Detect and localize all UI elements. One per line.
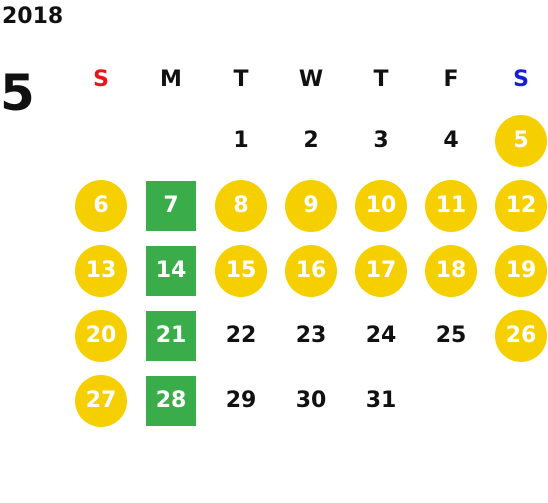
holiday-day-number: 11 [425, 179, 477, 232]
day-cell[interactable]: 30 [276, 368, 346, 433]
day-cell[interactable]: 7 [136, 173, 206, 238]
day-number: 4 [443, 128, 459, 153]
day-cell[interactable]: 11 [416, 173, 486, 238]
highlighted-day-number: 7 [146, 180, 196, 231]
day-cell[interactable]: 12 [486, 173, 548, 238]
day-cell[interactable]: 24 [346, 303, 416, 368]
holiday-day-number: 27 [75, 374, 127, 427]
day-cell[interactable]: 27 [66, 368, 136, 433]
day-cell[interactable]: 13 [66, 238, 136, 303]
day-number: 25 [435, 323, 467, 348]
day-cell[interactable]: 26 [486, 303, 548, 368]
holiday-day-number: 10 [355, 179, 407, 232]
day-cell[interactable]: 18 [416, 238, 486, 303]
holiday-day-number: 5 [495, 114, 547, 167]
day-cell[interactable]: 15 [206, 238, 276, 303]
holiday-day-number: 12 [495, 179, 547, 232]
day-cell[interactable]: 10 [346, 173, 416, 238]
day-number: 31 [365, 388, 397, 413]
day-cell[interactable]: 22 [206, 303, 276, 368]
day-cell[interactable]: 16 [276, 238, 346, 303]
day-number: 24 [365, 323, 397, 348]
day-cell[interactable]: 29 [206, 368, 276, 433]
day-number: 23 [295, 323, 327, 348]
highlighted-day-number: 21 [146, 310, 196, 361]
day-cell[interactable]: 21 [136, 303, 206, 368]
holiday-day-number: 20 [75, 309, 127, 362]
empty-day-cell [136, 108, 206, 173]
year-label: 2018 [2, 4, 64, 29]
day-cell[interactable]: 19 [486, 238, 548, 303]
weekday-saturday: S [513, 66, 529, 92]
day-cell[interactable]: 14 [136, 238, 206, 303]
holiday-day-number: 17 [355, 244, 407, 297]
weekday-tuesday: T [233, 66, 249, 92]
empty-day-cell [66, 108, 136, 173]
holiday-day-number: 16 [285, 244, 337, 297]
holiday-day-number: 6 [75, 179, 127, 232]
holiday-day-number: 13 [75, 244, 127, 297]
day-cell[interactable]: 6 [66, 173, 136, 238]
day-number: 29 [225, 388, 257, 413]
day-cell[interactable]: 8 [206, 173, 276, 238]
day-cell[interactable]: 1 [206, 108, 276, 173]
holiday-day-number: 15 [215, 244, 267, 297]
day-cell[interactable]: 25 [416, 303, 486, 368]
day-cell[interactable]: 2 [276, 108, 346, 173]
day-number: 2 [303, 128, 319, 153]
day-cell[interactable]: 17 [346, 238, 416, 303]
weekday-sunday: S [93, 66, 109, 92]
day-cell[interactable]: 3 [346, 108, 416, 173]
day-cell[interactable]: 31 [346, 368, 416, 433]
day-number: 30 [295, 388, 327, 413]
day-number: 3 [373, 128, 389, 153]
holiday-day-number: 26 [495, 309, 547, 362]
weekday-wednesday: W [298, 66, 324, 92]
day-cell[interactable]: 9 [276, 173, 346, 238]
day-cell[interactable]: 23 [276, 303, 346, 368]
holiday-day-number: 18 [425, 244, 477, 297]
holiday-day-number: 9 [285, 179, 337, 232]
weekday-thursday: T [373, 66, 389, 92]
highlighted-day-number: 14 [146, 245, 196, 296]
day-cell[interactable]: 20 [66, 303, 136, 368]
month-number: 5 [0, 64, 35, 122]
day-number: 22 [225, 323, 257, 348]
day-cell[interactable]: 5 [486, 108, 548, 173]
holiday-day-number: 19 [495, 244, 547, 297]
weekday-monday: M [160, 66, 182, 92]
holiday-day-number: 8 [215, 179, 267, 232]
day-cell[interactable]: 4 [416, 108, 486, 173]
weekday-friday: F [443, 66, 459, 92]
day-cell[interactable]: 28 [136, 368, 206, 433]
day-number: 1 [233, 128, 249, 153]
highlighted-day-number: 28 [146, 375, 196, 426]
